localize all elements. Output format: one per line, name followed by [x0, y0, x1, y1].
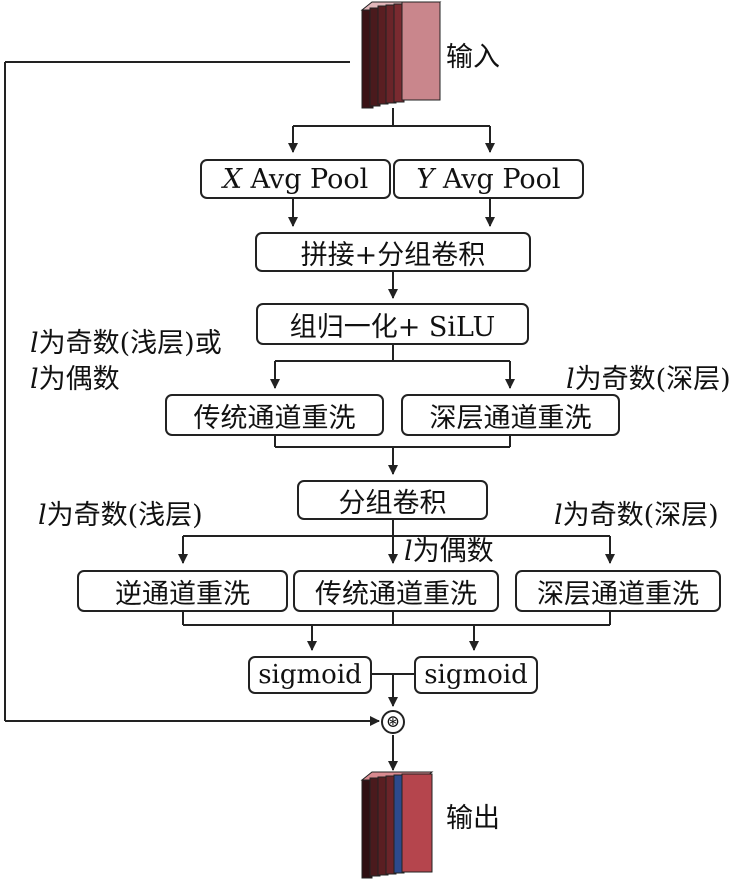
y-axis-label: Y — [416, 163, 435, 195]
cond-odd-deep-2: l为奇数(深层) — [554, 500, 719, 531]
input-tensor-icon — [360, 1, 442, 109]
deep-shuffle-box-2: 深层通道重洗 — [515, 570, 721, 612]
output-label: 输出 — [446, 803, 500, 834]
x-axis-label: X — [222, 163, 242, 195]
multiply-operator-icon: ⊛ — [381, 710, 405, 734]
y-pool-label: Avg Pool — [442, 163, 561, 195]
traditional-shuffle-box-1: 传统通道重洗 — [165, 394, 384, 436]
cond-odd-deep-1: l为奇数(深层) — [566, 364, 731, 395]
cond-odd-shallow: l为奇数(浅层) — [38, 500, 203, 531]
reverse-shuffle-box: 逆通道重洗 — [77, 570, 288, 612]
y-avg-pool-box: Y Avg Pool — [393, 159, 584, 199]
cond-even-2: l为偶数 — [404, 536, 494, 567]
sigmoid-box-right: sigmoid — [414, 656, 538, 694]
cond-even-1: l为偶数 — [30, 364, 120, 395]
cond-odd-shallow-or: l为奇数(浅层)或 — [30, 328, 222, 359]
sigmoid-box-left: sigmoid — [248, 656, 372, 694]
groupnorm-silu-box: 组归一化+ SiLU — [256, 303, 529, 345]
deep-shuffle-box-1: 深层通道重洗 — [401, 394, 620, 436]
x-avg-pool-box: X Avg Pool — [200, 159, 391, 199]
output-tensor-icon — [360, 771, 434, 879]
x-pool-label: Avg Pool — [250, 163, 369, 195]
traditional-shuffle-box-2: 传统通道重洗 — [293, 570, 499, 612]
concat-group-conv-box: 拼接+分组卷积 — [255, 232, 531, 272]
group-conv-box: 分组卷积 — [297, 480, 488, 520]
input-label: 输入 — [446, 42, 500, 73]
